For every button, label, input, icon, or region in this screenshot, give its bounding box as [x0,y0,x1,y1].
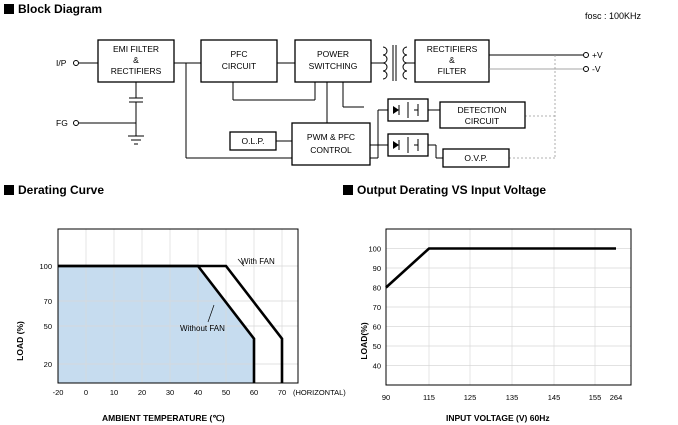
fg-label: FG [56,118,68,128]
output-derating-title: Output Derating VS Input Voltage [357,183,546,197]
pfc-line-1: PFC [231,49,248,59]
x-tick-label: 125 [464,393,477,402]
block-diagram-title: Block Diagram [18,2,102,16]
y-tick-label: 50 [44,322,52,331]
without-fan-label: Without FAN [180,324,225,333]
detect-line-1: DETECTION [457,105,506,115]
pfc-circuit-block [200,39,278,83]
derating-title: Derating Curve [18,183,104,197]
x-tick-label: 20 [138,388,146,397]
pwm-line-1: PWM & PFC [307,132,355,142]
with-fan-leader [237,258,245,267]
x-tick-label: -20 [53,388,64,397]
fg-terminal [73,120,79,126]
output-derating-chart: 90 115 125 135 145 155 264 100 90 80 70 60 50 40 [368,228,632,402]
optocoupler-2-icon [387,133,429,157]
neg-output-label: -V [592,64,601,74]
rect-line-3: FILTER [438,66,467,76]
power-line-1: POWER [317,49,349,59]
derating-area-fill [58,266,254,383]
x-tick-label: 155 [589,393,602,402]
y-tick-label: 100 [368,245,381,254]
x-tick-label: 145 [548,393,561,402]
x-tick-label: 90 [382,393,390,402]
emi-line-2: & [133,55,139,65]
output-derating-xlabel: INPUT VOLTAGE (V) 60Hz [446,413,550,423]
plot-frame [385,228,632,386]
ovp-label: O.V.P. [464,153,487,163]
pos-output-label: +V [592,50,603,60]
emi-filter-block [97,39,175,83]
pwm-pfc-control-block [291,122,371,166]
without-fan-leader [207,304,215,323]
x-tick-label: 70 [278,388,286,397]
output-derating-section: Output Derating VS Input Voltage 90 115 12… [343,183,632,423]
block-diagram: Block Diagram fosc : 100KHz I/P FG EMI F… [4,2,642,168]
derating-ylabel: LOAD (%) [15,321,25,361]
y-tick-label: 90 [373,264,381,273]
x-tick-label: 40 [194,388,202,397]
optocoupler-1-icon [387,98,429,122]
x-tick-suffix: (HORIZONTAL) [293,388,346,397]
plot-frame [57,228,299,384]
rect-line-1: RECTIFIERS [427,44,478,54]
y-tick-label: 50 [373,342,381,351]
rect-line-2: & [449,55,455,65]
detection-circuit-block [439,101,526,129]
y-tick-label: 60 [373,323,381,332]
x-tick-label: 60 [250,388,258,397]
with-fan-label: With FAN [241,257,275,266]
pos-terminal [583,52,589,58]
load-vs-voltage-line [385,247,616,289]
pwm-line-2: CONTROL [310,145,352,155]
y-tick-label: 100 [39,262,52,271]
ovp-block [442,148,510,168]
transformer-icon [382,45,408,81]
olp-label: O.L.P. [242,136,265,146]
x-tick-label: 30 [166,388,174,397]
emi-line-3: RECTIFIERS [111,66,162,76]
y-tick-label: 20 [44,360,52,369]
with-fan-line [58,264,284,383]
y-tick-label: 80 [373,284,381,293]
derating-chart: With FAN Without FAN -20 0 10 20 30 40 50 60 70 (HO… [39,228,346,397]
emi-line-1: EMI FILTER [113,44,159,54]
x-tick-label: 50 [222,388,230,397]
derating-xlabel: AMBIENT TEMPERATURE (℃) [102,413,225,423]
detect-line-2: CIRCUIT [465,116,499,126]
x-tick-label: 115 [423,393,435,402]
neg-terminal [583,66,589,72]
section-marker-icon [4,185,14,195]
y-tick-label: 40 [373,362,381,371]
ip-terminal [73,60,79,66]
x-tick-label: 10 [110,388,118,397]
section-marker-icon [4,4,14,14]
rectifiers-filter-block [414,39,490,83]
derating-curve-section: Derating Curve With FAN Without FAN -20 0 10… [4,183,346,423]
pfc-line-2: CIRCUIT [222,61,256,71]
ip-label: I/P [56,58,67,68]
x-tick-label: 0 [84,388,88,397]
section-marker-icon [343,185,353,195]
fosc-label: fosc : 100KHz [585,11,642,21]
x-tick-label: 264 [610,393,623,402]
power-switching-block [294,39,372,83]
x-tick-label: 135 [506,393,519,402]
y-tick-label: 70 [373,303,381,312]
y-tick-label: 70 [44,297,52,306]
power-line-2: SWITCHING [309,61,358,71]
ground-icon [128,135,144,145]
output-derating-ylabel: LOAD(%) [359,322,369,359]
